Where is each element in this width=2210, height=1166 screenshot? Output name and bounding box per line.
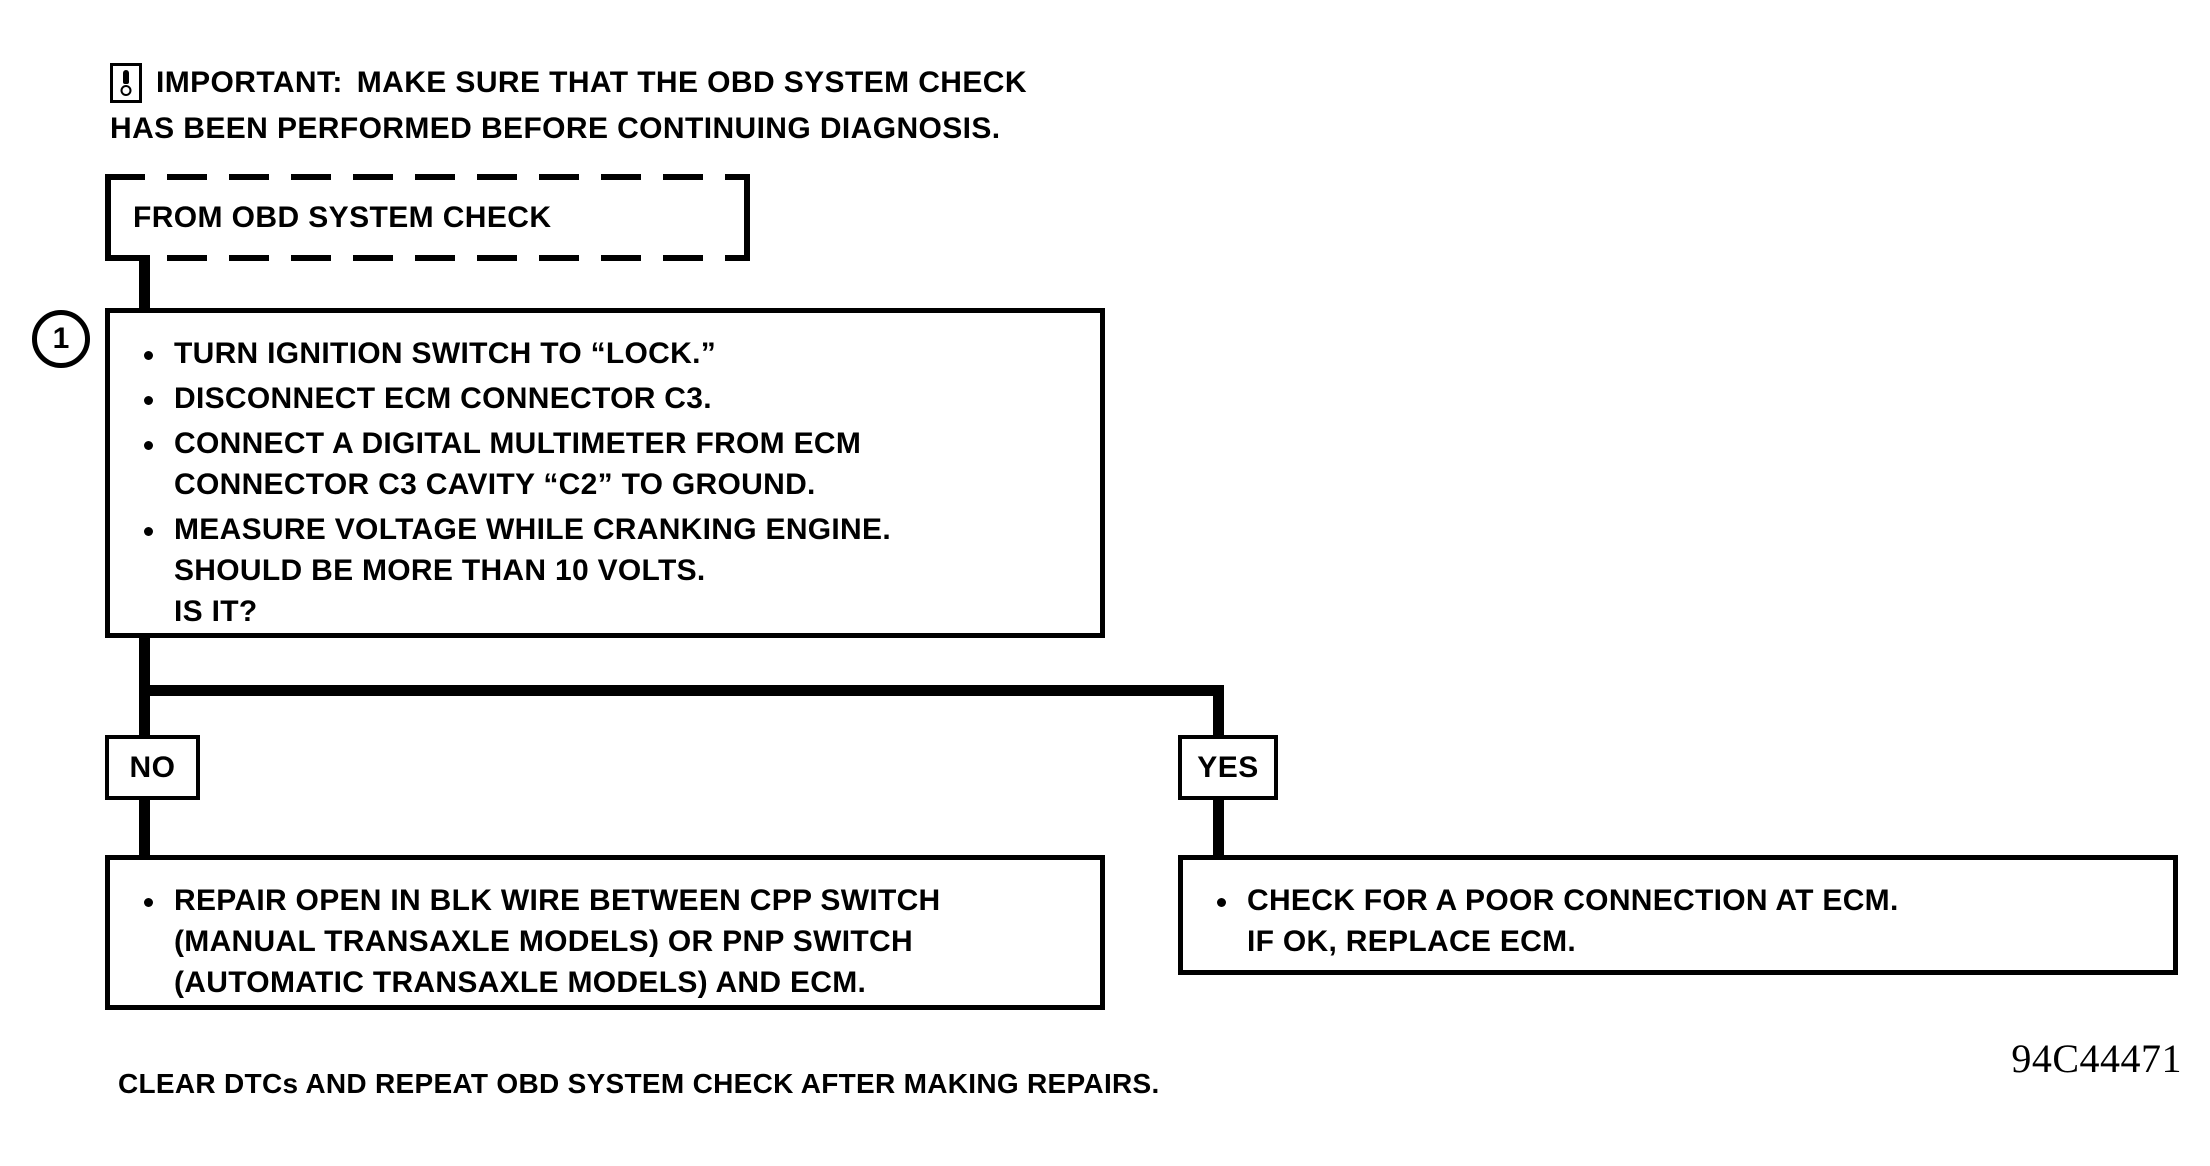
result-no-bullet-list: REPAIR OPEN IN BLK WIRE BETWEEN CPP SWIT…	[134, 880, 1086, 1007]
bullet-line: DISCONNECT ECM CONNECTOR C3.	[174, 382, 712, 415]
bullet-line: IF OK, REPLACE ECM.	[1247, 925, 1577, 958]
step-1-bullet: MEASURE VOLTAGE WHILE CRANKING ENGINE. S…	[134, 509, 1086, 632]
important-exclamation-icon	[110, 63, 142, 103]
step-1-box: TURN IGNITION SWITCH TO “LOCK.” DISCONNE…	[105, 308, 1105, 638]
from-obd-system-check-label: FROM OBD SYSTEM CHECK	[133, 200, 552, 234]
connector-branch-horizontal	[139, 685, 1224, 696]
result-no-bullet: REPAIR OPEN IN BLK WIRE BETWEEN CPP SWIT…	[134, 880, 1086, 1003]
step-1-bullet: CONNECT A DIGITAL MULTIMETER FROM ECM CO…	[134, 423, 1086, 505]
result-box-yes: CHECK FOR A POOR CONNECTION AT ECM. IF O…	[1178, 855, 2178, 975]
bullet-line: TURN IGNITION SWITCH TO “LOCK.”	[174, 337, 717, 370]
result-yes-bullet-list: CHECK FOR A POOR CONNECTION AT ECM. IF O…	[1207, 880, 2159, 966]
important-note-text-2: HAS BEEN PERFORMED BEFORE CONTINUING DIA…	[110, 112, 1001, 145]
connector-yes-to-result	[1213, 798, 1224, 858]
bullet-line: (AUTOMATIC TRANSAXLE MODELS) AND ECM.	[174, 966, 867, 999]
step-1-bullet-list: TURN IGNITION SWITCH TO “LOCK.” DISCONNE…	[134, 333, 1086, 636]
branch-tag-no: NO	[105, 735, 200, 800]
step-1-bullet: DISCONNECT ECM CONNECTOR C3.	[134, 378, 1086, 419]
bullet-line: SHOULD BE MORE THAN 10 VOLTS.	[174, 554, 706, 587]
important-note-line-1: IMPORTANT: MAKE SURE THAT THE OBD SYSTEM…	[110, 60, 1310, 106]
bullet-line: REPAIR OPEN IN BLK WIRE BETWEEN CPP SWIT…	[174, 884, 941, 917]
bullet-line: CHECK FOR A POOR CONNECTION AT ECM.	[1247, 884, 1899, 917]
bullet-line: MEASURE VOLTAGE WHILE CRANKING ENGINE.	[174, 513, 891, 546]
bullet-line: IS IT?	[174, 595, 258, 628]
step-1-marker: 1	[32, 310, 90, 368]
step-1-bullet: TURN IGNITION SWITCH TO “LOCK.”	[134, 333, 1086, 374]
bullet-line: CONNECTOR C3 CAVITY “C2” TO GROUND.	[174, 468, 816, 501]
bullet-line: (MANUAL TRANSAXLE MODELS) OR PNP SWITCH	[174, 925, 913, 958]
branch-tag-yes: YES	[1178, 735, 1278, 800]
connector-no-to-result	[139, 798, 150, 858]
important-note-text-1: MAKE SURE THAT THE OBD SYSTEM CHECK	[356, 66, 1027, 99]
bullet-line: CONNECT A DIGITAL MULTIMETER FROM ECM	[174, 427, 862, 460]
reference-number: 94C44471	[2011, 1036, 2182, 1081]
result-box-no: REPAIR OPEN IN BLK WIRE BETWEEN CPP SWIT…	[105, 855, 1105, 1010]
result-yes-bullet: CHECK FOR A POOR CONNECTION AT ECM. IF O…	[1207, 880, 2159, 962]
footer-note: CLEAR DTCs AND REPEAT OBD SYSTEM CHECK A…	[118, 1068, 1160, 1099]
connector-to-yes-tag	[1213, 685, 1224, 740]
important-note: IMPORTANT: MAKE SURE THAT THE OBD SYSTEM…	[110, 60, 1310, 152]
from-obd-system-check-box: FROM OBD SYSTEM CHECK	[105, 174, 750, 261]
connector-entry-to-step1	[139, 255, 150, 313]
important-label: IMPORTANT:	[156, 66, 343, 99]
